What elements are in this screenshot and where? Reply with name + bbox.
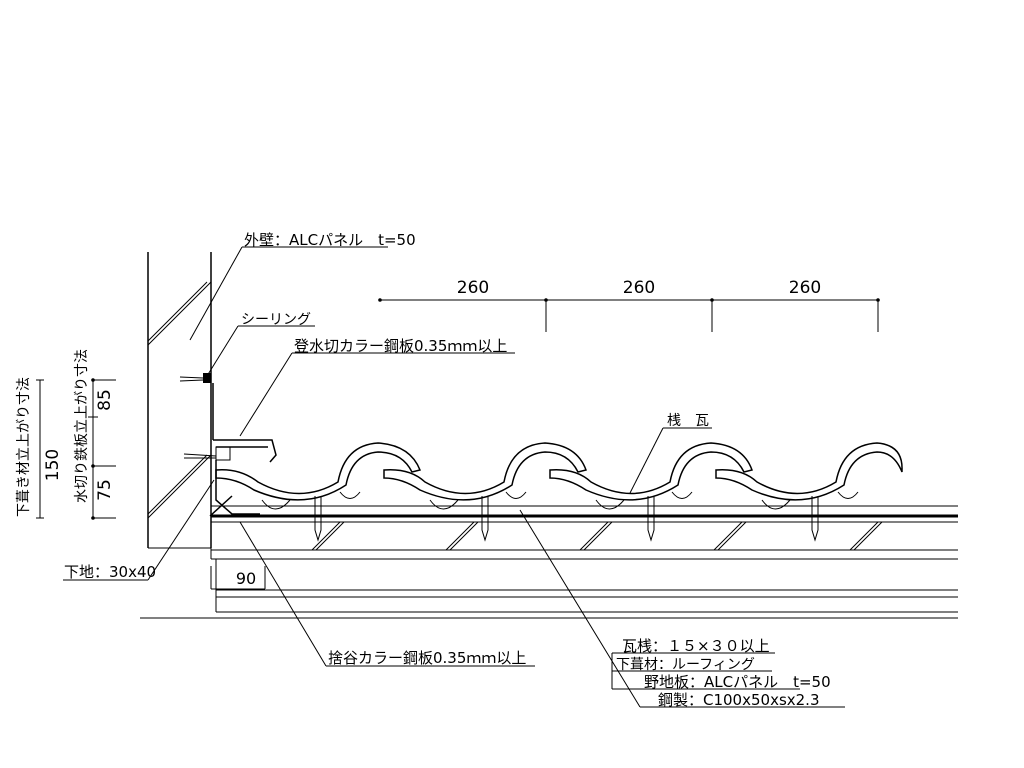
- leader-lines: [63, 246, 845, 708]
- top-dimension-line: [378, 298, 880, 332]
- dimension-260-second: 260: [623, 278, 655, 298]
- steel-label: 鋼製：C100x50xsx2.3: [658, 691, 820, 709]
- flashing-rise-label: 水切り鉄板立上がり寸法: [74, 349, 90, 503]
- underlay-rise-label: 下葺き材立上がり寸法: [16, 377, 32, 517]
- batten-label: 瓦桟：１５×３０以上: [622, 637, 770, 655]
- sheathing-label: 野地板：ALCパネル t=50: [644, 673, 831, 691]
- dimension-90-lines: [210, 566, 266, 590]
- flashing-label: 登水切カラー鋼板0.35ｍｍ以上: [294, 337, 507, 355]
- roof-tiles: [215, 442, 903, 510]
- tile-nails: [314, 496, 819, 542]
- wall-flashing: [179, 373, 277, 517]
- left-dimension-lines: [36, 378, 116, 520]
- exterior-wall: [147, 252, 212, 549]
- roof-layers: [140, 505, 958, 619]
- valley-sheet-label: 捨谷カラー鋼板0.35ｍｍ以上: [328, 649, 526, 667]
- dimension-150: 150: [43, 449, 63, 481]
- dimension-85: 85: [95, 389, 115, 411]
- dimension-90: 90: [236, 569, 256, 588]
- dimension-260-first: 260: [457, 278, 489, 298]
- sealing-label: シーリング: [241, 312, 311, 328]
- roof-tile-label: 桟 瓦: [667, 413, 709, 429]
- dimension-260-third: 260: [789, 278, 821, 298]
- underlay-base-label: 下地：30x40: [64, 563, 156, 581]
- underlayment-label: 下葺材：ルーフィング: [616, 657, 755, 673]
- exterior-wall-label: 外壁：ALCパネル t=50: [244, 231, 416, 249]
- dimension-75: 75: [95, 479, 115, 501]
